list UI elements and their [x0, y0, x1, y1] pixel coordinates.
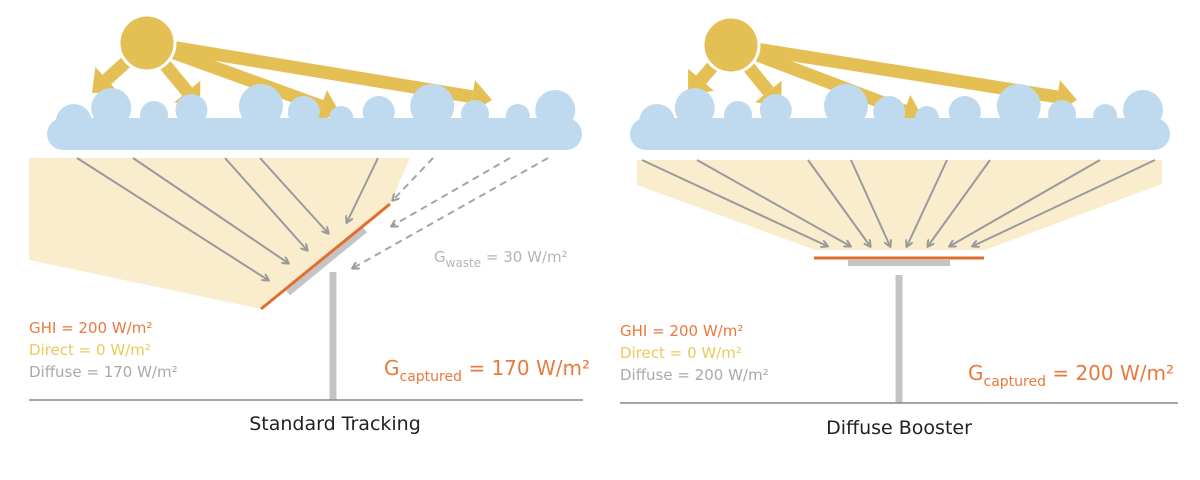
diffuse-sky-region — [637, 160, 1162, 250]
cloud-puff — [329, 106, 354, 130]
wasted-diffuse-ray — [393, 157, 434, 200]
cloud — [47, 84, 582, 150]
cloud-puff — [639, 104, 675, 140]
diffuse-ray — [224, 157, 307, 250]
diffuse-label: Diffuse = 200 W/m² — [620, 366, 769, 384]
cloud — [630, 84, 1170, 150]
standard-tracking-panel — [29, 13, 583, 401]
ghi-label: GHI = 200 W/m² — [29, 319, 152, 337]
cloud-puff — [873, 96, 906, 128]
cloud-puff — [915, 106, 939, 130]
cloud-puff — [239, 84, 283, 128]
wasted-diffuse-ray — [392, 157, 511, 226]
captured-sub: captured — [400, 369, 462, 385]
diffuse-booster-panel — [620, 15, 1178, 404]
cloud-puff — [461, 100, 489, 128]
wasted-diffuse-ray — [353, 157, 549, 268]
cloud-puff — [410, 84, 455, 128]
cloud-puff — [996, 84, 1041, 128]
diffuse-ray — [973, 159, 1156, 246]
diffuse-ray — [347, 157, 379, 222]
diffuse-ray — [641, 159, 827, 246]
diffuse-ray — [696, 159, 850, 246]
cloud-puff — [535, 90, 576, 130]
cloud-puff — [759, 94, 792, 126]
captured-value: = 170 W/m² — [462, 356, 590, 380]
cloud-base — [47, 118, 582, 150]
diffuse-booster-title: Diffuse Booster — [826, 417, 972, 439]
cloud-puff — [1048, 100, 1076, 128]
panel-backing — [286, 227, 367, 296]
waste-value: = 30 W/m² — [481, 248, 567, 266]
cloud-puff — [1093, 104, 1118, 128]
diffuse-ray — [928, 159, 991, 246]
diffuse-ray — [907, 159, 948, 246]
cloud-puff — [91, 88, 132, 128]
diffuse-ray — [76, 157, 268, 280]
waste-label: Gwaste = 30 W/m² — [434, 248, 568, 270]
sun-icon — [117, 13, 177, 73]
cloud-puff — [175, 94, 208, 126]
cloud-puff — [505, 104, 530, 128]
captured-label: Gcaptured = 200 W/m² — [968, 361, 1174, 390]
cloud-puff — [724, 101, 752, 129]
waste-main: G — [434, 248, 446, 266]
sun-icon — [701, 15, 761, 75]
captured-label: Gcaptured = 170 W/m² — [384, 356, 590, 385]
panel-backing — [848, 260, 950, 266]
diffuse-ray — [950, 159, 1101, 246]
diffuse-label: Diffuse = 170 W/m² — [29, 363, 178, 381]
cloud-puff — [55, 104, 92, 140]
sun-ray-arrowhead — [92, 66, 119, 93]
direct-label: Direct = 0 W/m² — [29, 341, 151, 359]
diffuse-ray — [850, 159, 890, 246]
cloud-puff — [362, 96, 395, 128]
cloud-puff — [824, 84, 868, 128]
cloud-base — [630, 118, 1170, 150]
diffuse-ray — [259, 157, 328, 233]
waste-sub: waste — [446, 256, 482, 270]
standard-tracking-title: Standard Tracking — [249, 413, 421, 435]
direct-label: Direct = 0 W/m² — [620, 344, 742, 362]
diffuse-ray — [807, 159, 870, 246]
captured-value: = 200 W/m² — [1046, 361, 1174, 385]
captured-sub: captured — [984, 374, 1046, 390]
sun-ray — [729, 38, 1059, 104]
sun-ray — [145, 36, 474, 104]
solar-panel — [260, 202, 391, 311]
cloud-puff — [1123, 90, 1163, 130]
cloud-puff — [948, 96, 981, 128]
diffuse-sky-region — [29, 158, 410, 309]
cloud-puff — [140, 101, 168, 129]
diffuse-ray — [132, 157, 288, 263]
captured-main: G — [968, 361, 984, 385]
ghi-label: GHI = 200 W/m² — [620, 322, 743, 340]
cloud-puff — [674, 88, 715, 128]
captured-main: G — [384, 356, 400, 380]
cloud-puff — [287, 96, 320, 128]
